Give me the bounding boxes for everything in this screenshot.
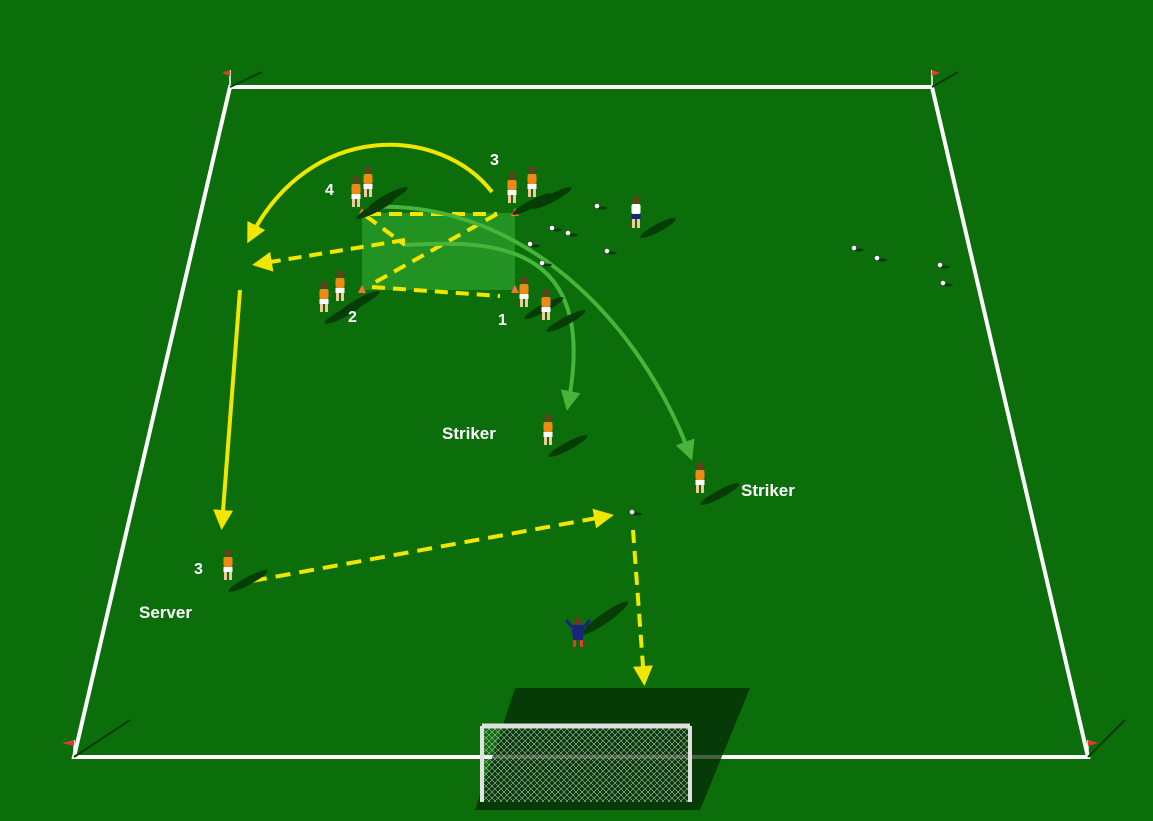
label-striker-center: Striker: [442, 424, 496, 443]
label-striker-right: Striker: [741, 481, 795, 500]
label-server-number: 3: [194, 561, 203, 578]
label-player-1: 1: [498, 312, 507, 329]
label-player-2: 2: [348, 309, 357, 326]
label-player-4: 4: [325, 182, 334, 199]
goal-net: [482, 726, 690, 802]
label-player-3-top: 3: [490, 152, 499, 169]
label-server: Server: [139, 603, 192, 622]
